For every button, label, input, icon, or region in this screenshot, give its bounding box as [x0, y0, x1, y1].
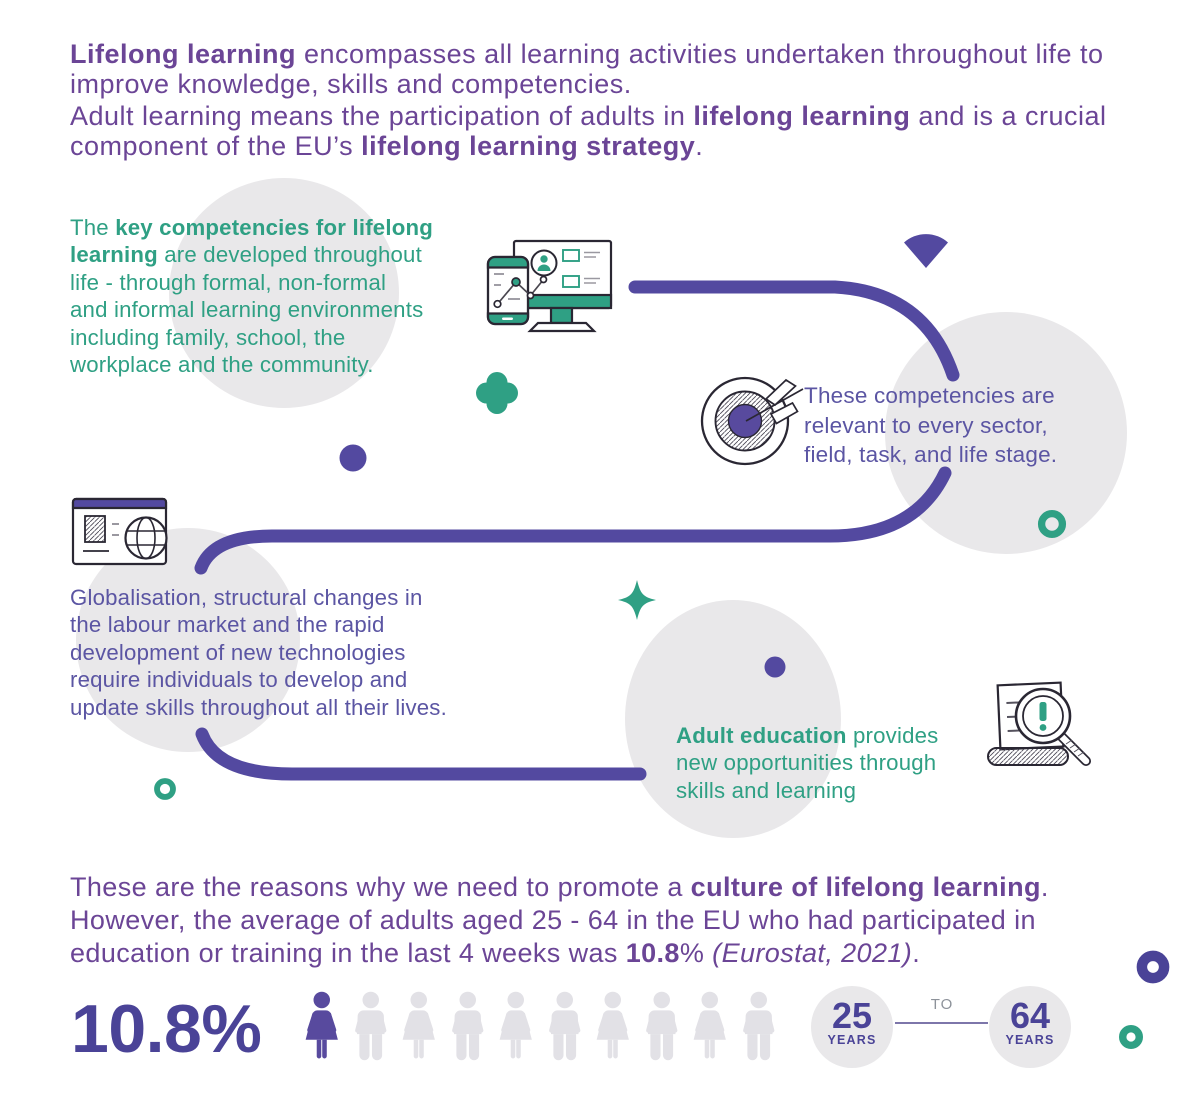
- text-segment: (Eurostat, 2021): [712, 938, 913, 968]
- text-segment: %: [679, 938, 713, 968]
- text-segment: workplace and the community.: [70, 352, 374, 378]
- text-segment: lifelong learning strategy: [361, 131, 696, 161]
- age-to-circle: 64 YEARS: [989, 986, 1071, 1068]
- competencies-relevance-text: These competencies are relevant to every …: [804, 381, 1057, 470]
- male-figure-icon: [451, 991, 483, 1061]
- male-figure-icon: [645, 991, 677, 1061]
- text-segment: improve knowledge, skills and competenci…: [70, 69, 632, 99]
- age-range-to-label: TO: [930, 996, 954, 1013]
- purple-dot: [764, 656, 786, 678]
- text-segment: learning: [70, 242, 158, 268]
- text-segment: development of new technologies: [70, 639, 406, 665]
- text-segment: require individuals to develop and: [70, 667, 408, 693]
- text-segment: culture of lifelong learning: [690, 872, 1041, 902]
- text-segment: lifelong learning: [693, 101, 911, 131]
- text-segment: Adult learning means the participation o…: [70, 101, 694, 131]
- text-segment: These competencies are: [804, 383, 1055, 408]
- text-segment: including family, school, the: [70, 324, 346, 350]
- intro-paragraph-2: Adult learning means the participation o…: [70, 101, 1106, 161]
- highlighted-female-figure-icon: [305, 991, 338, 1059]
- text-segment: The: [70, 215, 116, 240]
- text-segment: component of the EU’s: [70, 131, 362, 161]
- text-segment: provides: [846, 723, 939, 748]
- intro-paragraph-1: Lifelong learning encompasses all learni…: [70, 39, 1103, 99]
- male-figure-icon: [354, 991, 386, 1061]
- text-segment: These are the reasons why we need to pro…: [70, 872, 691, 902]
- male-figure-icon: [742, 991, 774, 1061]
- text-segment: relevant to every sector,: [804, 412, 1048, 438]
- text-segment: Adult education: [676, 723, 847, 748]
- text-segment: Lifelong learning: [70, 39, 297, 69]
- female-figure-icon: [596, 991, 629, 1059]
- teal-ring: [154, 778, 176, 800]
- fan-icon: [904, 234, 948, 268]
- text-segment: 10.8: [625, 938, 680, 968]
- text-segment: education or training in the last 4 week…: [70, 938, 626, 968]
- population-pictogram: [299, 990, 781, 1063]
- text-segment: However, the average of adults aged 25 -…: [70, 905, 1036, 935]
- text-segment: field, task, and life stage.: [804, 442, 1058, 468]
- dartboard-arrow-icon: [700, 376, 804, 466]
- text-segment: .: [912, 938, 921, 968]
- age-to-unit: YEARS: [1005, 1033, 1055, 1047]
- teal-ring: [1037, 509, 1067, 539]
- text-segment: are developed throughout: [157, 242, 422, 268]
- male-figure-icon: [548, 991, 580, 1061]
- age-to-value: 64: [1009, 995, 1051, 1036]
- teal-ring: [1118, 1024, 1143, 1049]
- female-figure-icon: [499, 991, 532, 1059]
- text-segment: .: [1040, 872, 1049, 902]
- text-segment: key competencies for lifelong: [115, 215, 433, 240]
- age-range-line: [895, 1022, 988, 1024]
- text-segment: life - through formal, non-formal: [70, 269, 387, 295]
- text-segment: the labour market and the rapid: [70, 612, 385, 638]
- connector-curves: [194, 280, 960, 781]
- sparkle-icon: [618, 580, 656, 620]
- browser-globe-icon: [71, 497, 168, 566]
- female-figure-icon: [402, 991, 435, 1059]
- conclusion-text: These are the reasons why we need to pro…: [70, 871, 1049, 970]
- text-segment: and informal learning environments: [70, 297, 424, 323]
- text-segment: and is a crucial: [910, 101, 1107, 131]
- female-figure-icon: [693, 991, 726, 1059]
- text-segment: encompasses all learning activities unde…: [296, 39, 1104, 69]
- text-segment: new opportunities through: [676, 750, 937, 776]
- age-from-circle: 25 YEARS: [811, 986, 893, 1068]
- purple-dot: [339, 444, 367, 472]
- clover-icon: [476, 372, 518, 414]
- age-from-value: 25: [831, 995, 873, 1036]
- text-segment: skills and learning: [676, 777, 857, 803]
- report-magnifier-icon: [987, 681, 1091, 766]
- text-segment: Globalisation, structural changes in: [70, 585, 423, 610]
- monitor-phone-chart-icon: [486, 239, 613, 333]
- text-segment: .: [695, 131, 704, 161]
- text-segment: update skills throughout all their lives…: [70, 694, 447, 720]
- age-from-unit: YEARS: [827, 1033, 877, 1047]
- percentage-value: 10.8%: [71, 991, 262, 1067]
- purple-ring: [1136, 950, 1170, 984]
